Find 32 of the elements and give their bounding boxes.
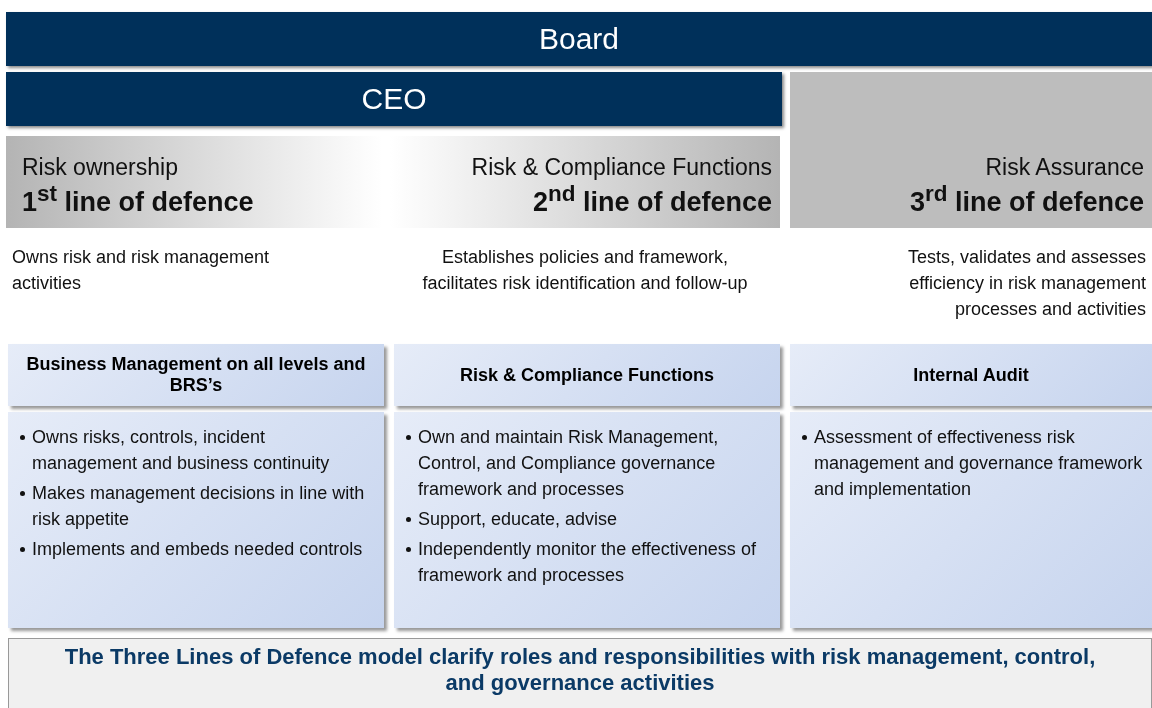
bullet-item: Implements and embeds needed controls bbox=[32, 538, 364, 561]
column-heading-box bbox=[790, 344, 1152, 406]
bullet-list-panel bbox=[790, 412, 1152, 628]
line-of-defence-text: 1$^{st}$ line of defence bbox=[22, 181, 255, 218]
line-of-defence-text: 3$^{rd}$ line of defence bbox=[908, 181, 1144, 218]
bullet-list-panel bbox=[8, 412, 384, 628]
column-title: Risk Assurance bbox=[984, 154, 1144, 181]
bullet-item: Makes management decisions in line with risk appetite bbox=[32, 482, 366, 531]
bullet-item: Assessment of effectiveness risk management and governance framework and implementation bbox=[814, 426, 1144, 501]
description-text: Tests, validates and assesses efficiency in risk management processes and activities bbox=[906, 246, 1146, 321]
column-heading-box bbox=[8, 344, 384, 406]
column-title: Risk & Compliance Functions bbox=[470, 154, 772, 181]
column-heading-box bbox=[394, 344, 780, 406]
description-text: Owns risk and risk management activities bbox=[12, 246, 271, 295]
bullet-item: Independently monitor the effectiveness of framework and processes bbox=[418, 538, 757, 587]
summary-banner bbox=[8, 638, 1152, 708]
description-text: Establishes policies and framework, facilitates risk identification and follow-up bbox=[421, 246, 749, 295]
column-header-band bbox=[790, 72, 1152, 228]
column-title: Risk ownership bbox=[22, 154, 179, 181]
bullet-item: Support, educate, advise bbox=[418, 508, 619, 531]
heading-text: Internal Audit bbox=[912, 364, 1030, 386]
header-bar bbox=[6, 72, 782, 126]
bullet-item: Owns risks, controls, incident management and business continuity bbox=[32, 426, 331, 475]
title-text: CEO bbox=[361, 82, 427, 116]
header-bar bbox=[6, 12, 1152, 66]
bullet-item: Own and maintain Risk Management, Control, and Compliance governance framework and processes bbox=[418, 426, 720, 501]
heading-text: Risk & Compliance Functions bbox=[458, 364, 715, 386]
title-text: Board bbox=[538, 22, 620, 56]
bullet-list-panel bbox=[394, 412, 780, 628]
line-of-defence-text: 2$^{nd}$ line of defence bbox=[531, 181, 772, 218]
summary-text: The Three Lines of Defence model clarify roles and responsibilities with risk management, control, and governance activities bbox=[63, 644, 1097, 696]
heading-text: Business Management on all levels and BRS’s bbox=[25, 354, 367, 396]
